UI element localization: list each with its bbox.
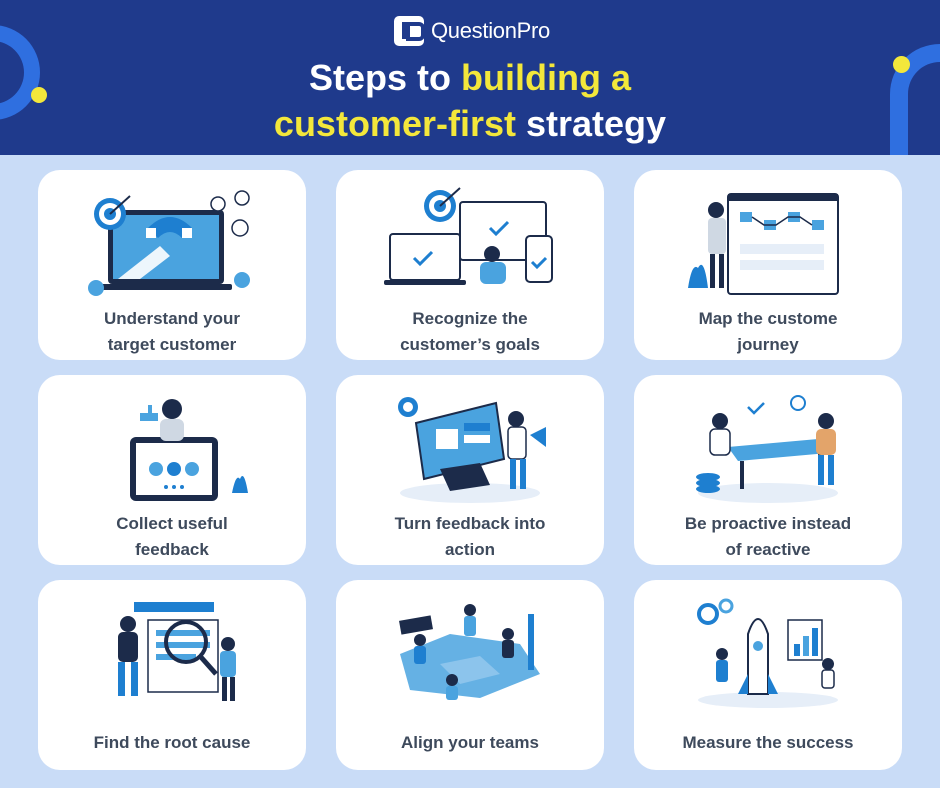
target-magnet-icon: [88, 190, 250, 296]
step-card-be-proactive: Be proactive instead of reactive: [634, 375, 902, 565]
step-card-map-journey: Map the custome journey: [634, 170, 902, 360]
step-card-measure-success: Measure the success: [634, 580, 902, 770]
page-title: Steps to building a customer-first strat…: [0, 55, 940, 147]
step-label-line2: action: [444, 540, 496, 559]
brand: QuestionPro: [394, 14, 550, 48]
step-card-recognize-goals: Recognize the customer’s goals: [336, 170, 604, 360]
step-label: Map the custome journey: [644, 306, 892, 358]
title-line2-highlight: customer-first: [273, 103, 516, 144]
title-line2-plain: strategy: [515, 103, 667, 144]
step-label-line1: Measure the success: [682, 733, 854, 752]
step-label: Understand your target customer: [48, 306, 296, 358]
step-label-line2: journey: [737, 335, 799, 354]
brand-name: QuestionPro: [431, 18, 550, 43]
step-card-turn-feedback-into-action: Turn feedback into action: [336, 375, 604, 565]
questionpro-logo-icon: [394, 16, 425, 46]
decorative-dot-left: [31, 87, 47, 103]
step-label-line2: target customer: [107, 335, 237, 354]
step-card-collect-feedback: Collect useful feedback: [38, 375, 306, 565]
step-label-line1: Turn feedback into: [394, 514, 546, 533]
devices-goal-icon: [384, 187, 553, 285]
step-label: Find the root cause: [48, 730, 296, 756]
step-label: Align your teams: [346, 730, 594, 756]
step-label: Collect useful feedback: [48, 511, 296, 563]
step-label-line2: customer’s goals: [400, 335, 540, 354]
title-line1-highlight: building a: [461, 57, 631, 98]
step-label-line1: Understand your: [103, 309, 241, 328]
journey-map-icon: [688, 193, 839, 295]
step-label-line1: Be proactive instead: [684, 514, 852, 533]
team-puzzle-icon: [399, 604, 540, 700]
magnifier-search-icon: [118, 602, 236, 701]
step-label: Measure the success: [644, 730, 892, 756]
step-label-line1: Map the custome: [698, 309, 838, 328]
decorative-dot-right: [893, 56, 910, 73]
step-label-line1: Align your teams: [401, 733, 539, 752]
feedback-tablet-icon: [130, 399, 248, 501]
step-card-understand-customer: Understand your target customer: [38, 170, 306, 360]
step-label: Recognize the customer’s goals: [346, 306, 594, 358]
step-card-align-teams: Align your teams: [336, 580, 604, 770]
rocket-growth-icon: [697, 598, 838, 708]
step-label: Turn feedback into action: [346, 511, 594, 563]
header-banner: QuestionPro Steps to building a customer…: [0, 0, 940, 155]
step-label-line2: feedback: [135, 540, 209, 559]
megaphone-laptop-icon: [398, 397, 546, 503]
step-label-line1: Recognize the: [412, 309, 528, 328]
step-card-find-root-cause: Find the root cause: [38, 580, 306, 770]
title-line1-plain: Steps to: [309, 57, 462, 98]
step-label-line2: of reactive: [725, 540, 811, 559]
meeting-desk-icon: [696, 395, 838, 503]
step-label-line1: Find the root cause: [93, 733, 251, 752]
step-label-line1: Collect useful: [116, 514, 228, 533]
step-label: Be proactive instead of reactive: [644, 511, 892, 563]
